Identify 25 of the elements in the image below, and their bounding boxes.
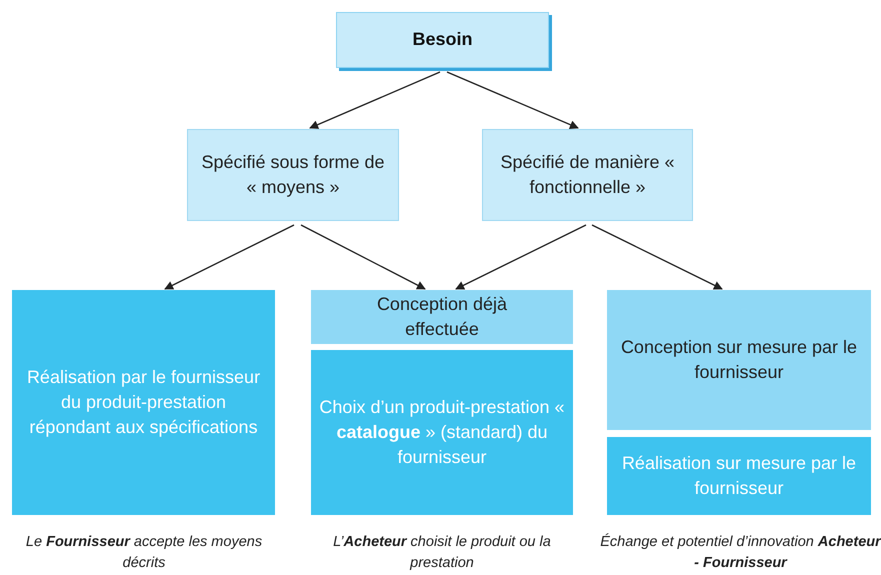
- box-text: Spécifié de manière « fonctionnelle »: [499, 150, 676, 199]
- process-box: [336, 12, 549, 68]
- box-text: Choix d’un produit-prestation « catalogue » (standard) du fournisseur: [318, 396, 566, 470]
- arrow: [164, 224, 294, 290]
- arrow: [455, 224, 586, 290]
- process-box: [187, 129, 399, 221]
- box-text: Besoin: [411, 28, 474, 52]
- process-box: [607, 290, 871, 430]
- process-box: [607, 437, 871, 515]
- caption-text: L’Acheteur choisit le produit ou la prestation: [332, 533, 552, 574]
- box-text: Réalisation par le fournisseur du produit-prestation répondant aux spécifications: [26, 366, 262, 440]
- box-text: Conception déjà effectuée: [376, 292, 508, 341]
- process-box: [12, 290, 275, 515]
- process-box: [311, 350, 573, 515]
- box-text: Réalisation sur mesure par le fournisseur: [620, 452, 858, 500]
- caption-text: Le Fournisseur accepte les moyens décrits: [24, 533, 264, 574]
- arrow: [300, 224, 426, 290]
- caption-text: Échange et potentiel d’innovation Acheteur - Fournisseur: [600, 532, 881, 574]
- box-text: Spécifié sous forme de « moyens »: [200, 150, 386, 199]
- arrow: [592, 224, 723, 290]
- process-box: [311, 290, 573, 344]
- arrow: [309, 71, 440, 129]
- process-box: [482, 129, 693, 221]
- arrow: [446, 71, 579, 129]
- box-text: Conception sur mesure par le fournisseur: [620, 336, 858, 384]
